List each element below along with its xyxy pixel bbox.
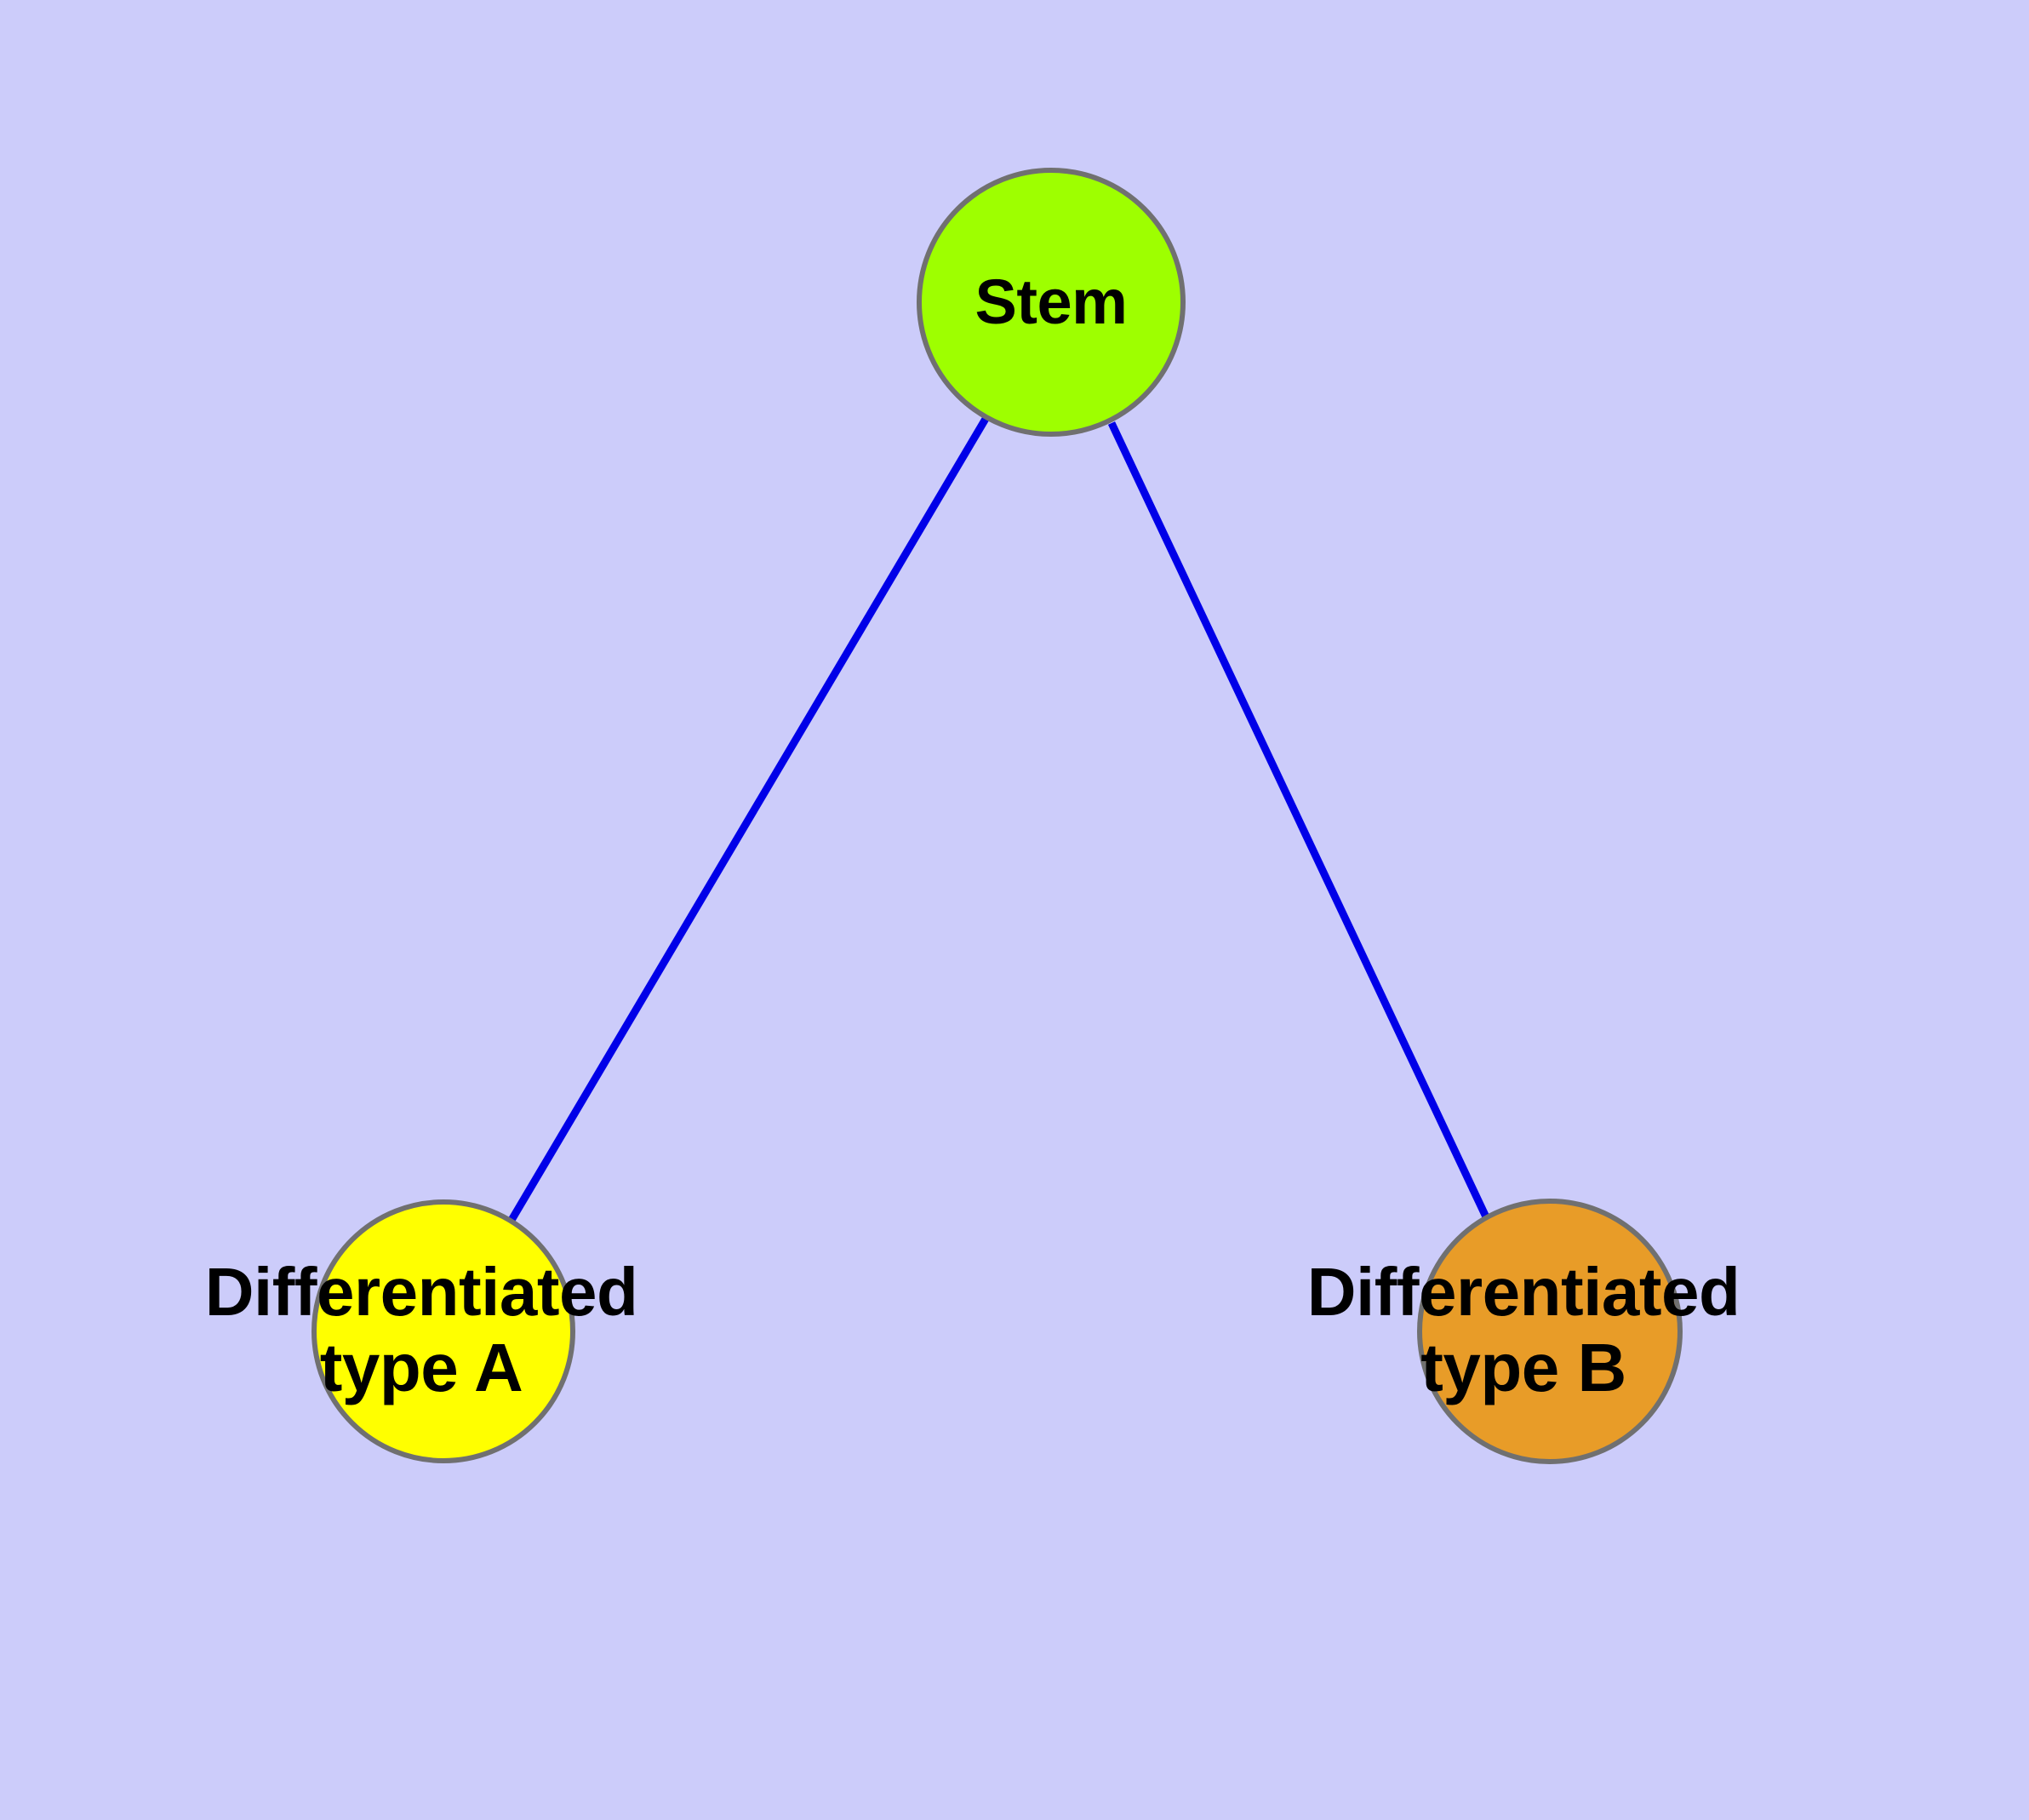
node-differentiated-type-a[interactable]	[311, 1199, 575, 1463]
node-layer	[311, 168, 1683, 1464]
edge-stem-to-differentiated-a	[505, 416, 989, 1228]
edge-stem-to-differentiated-b	[1107, 421, 1494, 1226]
node-stem[interactable]	[917, 168, 1186, 437]
edge-layer	[505, 416, 1494, 1228]
node-differentiated-type-b[interactable]	[1417, 1199, 1683, 1464]
